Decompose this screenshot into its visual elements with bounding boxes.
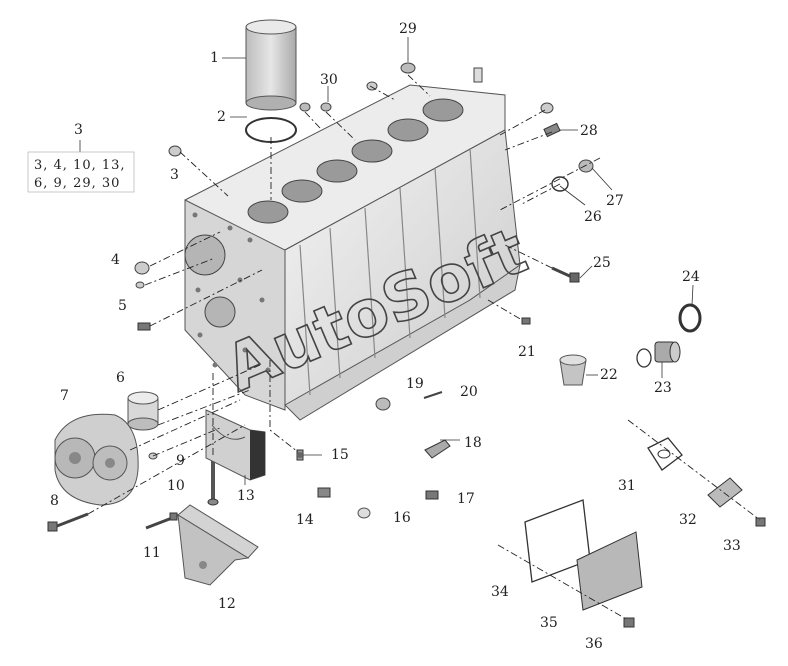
callout-24: 24	[682, 269, 700, 285]
gasket-31	[647, 437, 683, 471]
bolt-8	[47, 512, 89, 532]
callout-19: 19	[406, 376, 424, 392]
bolt-36	[623, 617, 635, 628]
callout-14: 14	[296, 512, 314, 528]
kit-line-1: 3, 4, 10, 13,	[34, 158, 126, 173]
screw-17	[425, 490, 439, 500]
callout-30: 30	[320, 72, 338, 88]
callout-27: 27	[606, 193, 624, 209]
side-cover-35	[576, 531, 643, 611]
main-bearing-cap	[205, 409, 266, 481]
leader-lines	[222, 37, 694, 485]
callout-9: 9	[176, 453, 185, 469]
callout-4: 4	[111, 252, 120, 268]
callout-23: 23	[654, 380, 672, 396]
callout-29: 29	[399, 21, 417, 37]
plug-part-3	[168, 145, 182, 157]
callout-8: 8	[50, 493, 59, 509]
callout-12: 12	[218, 596, 236, 612]
callout-21: 21	[518, 344, 536, 360]
callout-17: 17	[457, 491, 475, 507]
screw-plug-5	[137, 322, 151, 331]
callout-36: 36	[585, 636, 603, 652]
plug-part-30	[299, 102, 332, 112]
kit-number: 3	[74, 122, 83, 138]
gear-housing	[54, 413, 139, 506]
callout-10: 10	[167, 478, 185, 494]
callout-2: 2	[217, 109, 226, 125]
cup-plug-22	[559, 354, 587, 386]
mounting-bracket	[177, 504, 259, 586]
callout-15: 15	[331, 447, 349, 463]
bolt-11	[145, 512, 178, 530]
dowel-pin	[473, 67, 483, 83]
callout-5: 5	[118, 298, 127, 314]
fitting-23	[636, 341, 681, 368]
cylinder-liner	[245, 19, 297, 111]
plug-part-16	[357, 507, 371, 519]
assembly-lines	[87, 74, 761, 621]
callout-11: 11	[143, 545, 161, 561]
callout-6: 6	[116, 370, 125, 386]
camshaft-bushing	[127, 391, 159, 431]
cover-plate-32	[707, 477, 743, 508]
bolt-25	[551, 266, 580, 283]
callout-22: 22	[600, 367, 618, 383]
seal-ring-26	[551, 176, 569, 192]
callout-32: 32	[679, 512, 697, 528]
callout-31: 31	[618, 478, 636, 494]
callout-13: 13	[237, 488, 255, 504]
engine-block	[184, 84, 521, 421]
callout-35: 35	[540, 615, 558, 631]
callout-labels: 1 2 3 4 5 6 7 8 9 10 11 12 13 14 15 16 1…	[50, 21, 741, 652]
oil-nozzle-15	[296, 449, 304, 461]
bolt-33	[755, 517, 766, 527]
callout-28: 28	[580, 123, 598, 139]
callout-16: 16	[393, 510, 411, 526]
callout-1: 1	[210, 50, 219, 66]
callout-3: 3	[170, 167, 179, 183]
callout-34: 34	[491, 584, 509, 600]
screw-21	[521, 317, 531, 325]
callout-33: 33	[723, 538, 741, 554]
repair-kit-box: 3 3, 4, 10, 13, 6, 9, 29, 30	[27, 122, 135, 193]
pin-20	[423, 391, 443, 399]
kit-line-2: 6, 9, 29, 30	[34, 176, 120, 191]
cylinder-bores	[247, 98, 464, 224]
callout-25: 25	[593, 255, 611, 271]
plug-part-27	[578, 159, 594, 173]
callout-18: 18	[464, 435, 482, 451]
plug-part-4	[134, 261, 150, 275]
plug-part-14	[317, 487, 331, 498]
main-bearing-bolt	[207, 455, 219, 506]
callout-26: 26	[584, 209, 602, 225]
seal-ring-24	[678, 303, 702, 333]
plug-part-5	[135, 281, 145, 289]
callout-20: 20	[460, 384, 478, 400]
plug-part-19	[375, 397, 391, 411]
callout-7: 7	[60, 388, 69, 404]
plug-part-29	[366, 62, 416, 91]
nozzle-bracket-18	[424, 439, 451, 459]
